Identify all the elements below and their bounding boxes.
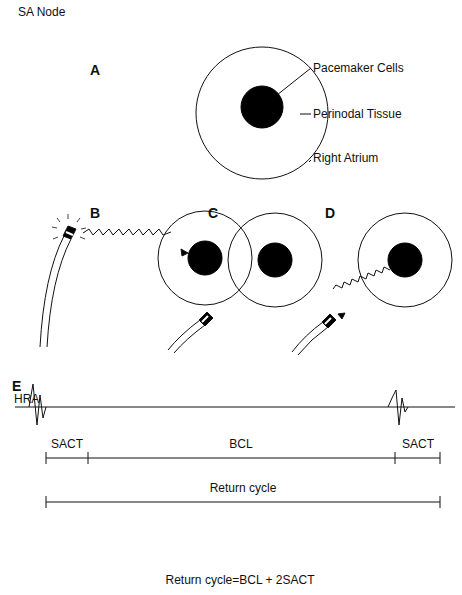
interval-label: SACT <box>51 437 83 451</box>
interval-label: Return cycle <box>210 481 277 495</box>
part-label: Perinodal Tissue <box>313 107 402 121</box>
panel-letter: C <box>208 205 218 221</box>
pause-panel <box>168 213 322 353</box>
interval-label: BCL <box>229 437 252 451</box>
interval-brackets <box>46 452 440 508</box>
panel-letter: B <box>90 205 100 221</box>
signal-name: HRA <box>14 392 39 406</box>
sa-node-schematic <box>196 47 328 179</box>
part-label: Pacemaker Cells <box>313 61 404 75</box>
panel-letter: E <box>12 378 21 394</box>
formula: Return cycle=BCL + 2SACT <box>166 573 315 587</box>
panel-letter: A <box>90 62 100 78</box>
figure-title: SA Node <box>18 5 65 19</box>
return-panel <box>292 213 452 355</box>
interval-label: SACT <box>402 437 434 451</box>
panel-letter: D <box>325 205 335 221</box>
part-label: Right Atrium <box>313 151 378 165</box>
electrogram-trace <box>15 384 455 425</box>
pacing-panel <box>40 211 252 347</box>
